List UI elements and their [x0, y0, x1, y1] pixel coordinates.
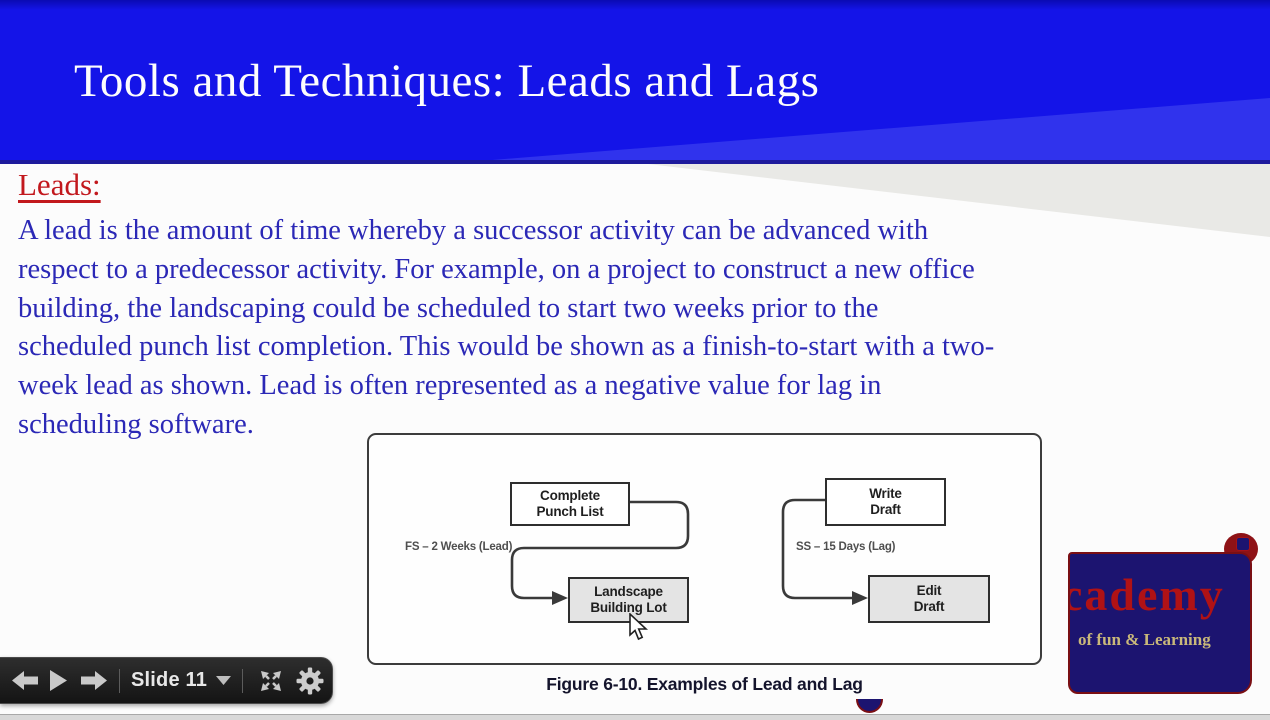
node-complete-punch-list: Complete Punch List [510, 482, 630, 526]
figure-lead-lag-diagram: Complete Punch List Landscape Building L… [367, 433, 1042, 665]
logo-ribbon-tail [856, 699, 883, 713]
player-toolbar: Slide 11 [0, 657, 333, 704]
node-write-draft: Write Draft [825, 478, 946, 526]
slide-number-label: Slide 11 [131, 669, 208, 691]
arrowhead-lead [552, 591, 568, 605]
mouse-cursor-icon [629, 613, 649, 641]
brand-logo: cademy of fun & Learning [1068, 552, 1252, 694]
play-icon [49, 670, 67, 691]
screen-bottom-strip [0, 714, 1270, 720]
chevron-down-icon [216, 676, 232, 685]
edge-label-lag: SS – 15 Days (Lag) [796, 541, 896, 553]
slide-header-banner: Tools and Techniques: Leads and Lags [0, 0, 1270, 161]
previous-arrow-icon [11, 671, 38, 690]
play-button[interactable] [42, 669, 74, 692]
body-paragraph: A lead is the amount of time whereby a s… [18, 215, 995, 440]
next-arrow-icon [80, 671, 107, 690]
logo-scroll-curl-detail [1236, 537, 1250, 551]
connector-lines [510, 498, 868, 605]
node-edit-draft: Edit Draft [868, 575, 990, 623]
banner-divider-line [0, 160, 1270, 164]
slide-title: Tools and Techniques: Leads and Lags [74, 55, 820, 107]
toolbar-divider [119, 668, 120, 693]
toolbar-divider [242, 668, 244, 693]
slide-selector-dropdown[interactable]: Slide 11 [127, 669, 235, 692]
section-heading: Leads: [18, 167, 101, 202]
gear-icon [296, 667, 324, 694]
settings-button[interactable] [290, 666, 330, 696]
brand-logo-text: cademy [1068, 569, 1225, 620]
figure-caption: Figure 6-10. Examples of Lead and Lag [546, 674, 863, 694]
arrowhead-lag [852, 591, 868, 605]
brand-logo-tagline: of fun & Learning [1078, 630, 1211, 649]
edge-label-lead: FS – 2 Weeks (Lead) [405, 541, 513, 553]
next-slide-button[interactable] [74, 670, 112, 691]
node-landscape-building-lot: Landscape Building Lot [568, 577, 689, 623]
fullscreen-expand-icon [261, 670, 282, 691]
previous-slide-button[interactable] [8, 670, 42, 691]
fullscreen-button[interactable] [252, 667, 290, 695]
